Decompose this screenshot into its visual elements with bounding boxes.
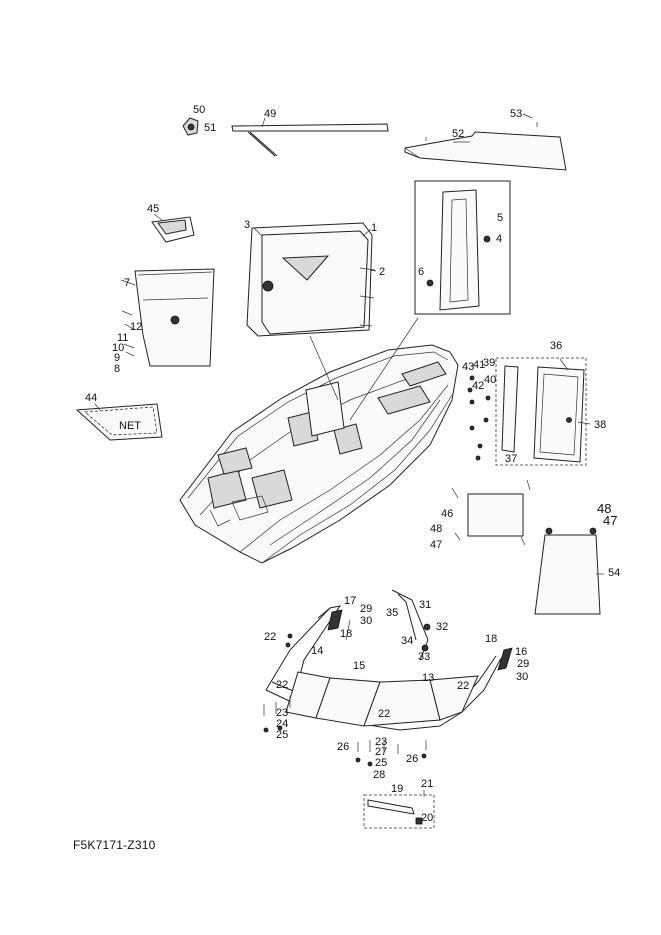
windshield-fasteners bbox=[263, 633, 427, 767]
callout-5: 5 bbox=[497, 212, 503, 224]
callout-35: 35 bbox=[386, 607, 398, 619]
callout-22d: 22 bbox=[378, 708, 390, 720]
callout-33: 33 bbox=[418, 651, 430, 663]
callout-26a: 26 bbox=[337, 741, 349, 753]
callout-15: 15 bbox=[353, 660, 365, 672]
window-screws bbox=[467, 375, 491, 461]
callout-7: 7 bbox=[124, 277, 130, 289]
callout-22b: 22 bbox=[276, 679, 288, 691]
callout-25b: 25 bbox=[375, 757, 387, 769]
callout-21: 21 bbox=[421, 778, 433, 790]
callout-47b: 47 bbox=[603, 513, 617, 528]
callout-26b: 26 bbox=[406, 753, 418, 765]
callout-18b: 18 bbox=[485, 633, 497, 645]
callout-20: 20 bbox=[421, 812, 433, 824]
callout-47a: 47 bbox=[430, 539, 442, 551]
part-panel-46 bbox=[451, 479, 531, 546]
callout-4: 4 bbox=[496, 233, 502, 245]
callout-22c: 22 bbox=[457, 680, 469, 692]
callout-29a: 29 bbox=[360, 603, 372, 615]
callout-31: 31 bbox=[419, 599, 431, 611]
callout-2: 2 bbox=[379, 266, 385, 278]
callout-3: 3 bbox=[244, 219, 250, 231]
callout-48b: 48 bbox=[597, 501, 611, 516]
part-net-44: NET bbox=[75, 403, 163, 441]
callout-27: 27 bbox=[375, 746, 387, 758]
callout-8: 8 bbox=[114, 363, 120, 375]
part-cabin-door-1-3 bbox=[246, 222, 376, 337]
callout-23a: 23 bbox=[276, 707, 288, 719]
callout-37: 37 bbox=[505, 453, 517, 465]
callout-30b: 30 bbox=[516, 671, 528, 683]
part-cup-45 bbox=[151, 216, 195, 243]
callout-numbers: 50 51 49 53 52 45 3 1 2 5 4 6 7 12 11 10… bbox=[85, 104, 620, 824]
callout-12: 12 bbox=[130, 321, 142, 333]
callout-28: 28 bbox=[373, 769, 385, 781]
part-window-36-37-38 bbox=[467, 357, 587, 466]
net-label: NET bbox=[119, 420, 141, 432]
callout-45: 45 bbox=[147, 203, 159, 215]
callout-36: 36 bbox=[550, 340, 562, 352]
callout-29b: 29 bbox=[517, 658, 529, 670]
part-panel-54 bbox=[534, 527, 601, 615]
windshield-assembly bbox=[263, 589, 513, 767]
callout-48a: 48 bbox=[430, 523, 442, 535]
boat-hull bbox=[179, 317, 459, 564]
callout-39: 39 bbox=[483, 357, 495, 369]
diagram-code: F5K7171-Z310 bbox=[73, 838, 156, 852]
part-rod-49 bbox=[231, 123, 389, 157]
callout-40: 40 bbox=[484, 374, 496, 386]
callout-6: 6 bbox=[418, 266, 424, 278]
part-storage-box-7-12 bbox=[121, 268, 215, 367]
callout-52: 52 bbox=[452, 128, 464, 140]
callout-24a: 24 bbox=[276, 718, 288, 730]
callout-50: 50 bbox=[193, 104, 205, 116]
callout-19: 19 bbox=[391, 783, 403, 795]
callout-32: 32 bbox=[436, 621, 448, 633]
callout-53: 53 bbox=[510, 108, 522, 120]
callout-46: 46 bbox=[441, 508, 453, 520]
callout-23b: 23 bbox=[375, 736, 387, 748]
part-detail-box-4-5-6 bbox=[414, 180, 511, 315]
callout-17: 17 bbox=[344, 595, 356, 607]
callout-1: 1 bbox=[371, 222, 377, 234]
callout-30a: 30 bbox=[360, 615, 372, 627]
part-bracket-52 bbox=[404, 122, 567, 171]
callout-16: 16 bbox=[515, 646, 527, 658]
leader-lines bbox=[94, 113, 604, 575]
callout-10: 10 bbox=[112, 342, 124, 354]
callout-38: 38 bbox=[594, 419, 606, 431]
callout-22a: 22 bbox=[264, 631, 276, 643]
callout-14: 14 bbox=[311, 645, 323, 657]
callout-18a: 18 bbox=[340, 628, 352, 640]
callout-49: 49 bbox=[264, 108, 276, 120]
callout-11: 11 bbox=[117, 332, 128, 344]
callout-43: 43 bbox=[462, 361, 474, 373]
callout-13: 13 bbox=[422, 672, 434, 684]
callout-9: 9 bbox=[114, 352, 120, 364]
part-clip-50-51 bbox=[182, 117, 199, 136]
callout-54: 54 bbox=[608, 567, 620, 579]
callout-44: 44 bbox=[85, 392, 97, 404]
callout-41: 41 bbox=[473, 359, 485, 371]
callout-34: 34 bbox=[401, 635, 413, 647]
callout-25a: 25 bbox=[276, 729, 288, 741]
callout-51: 51 bbox=[204, 122, 216, 134]
callout-42: 42 bbox=[472, 380, 484, 392]
part-trim-19-20-21 bbox=[363, 790, 435, 829]
